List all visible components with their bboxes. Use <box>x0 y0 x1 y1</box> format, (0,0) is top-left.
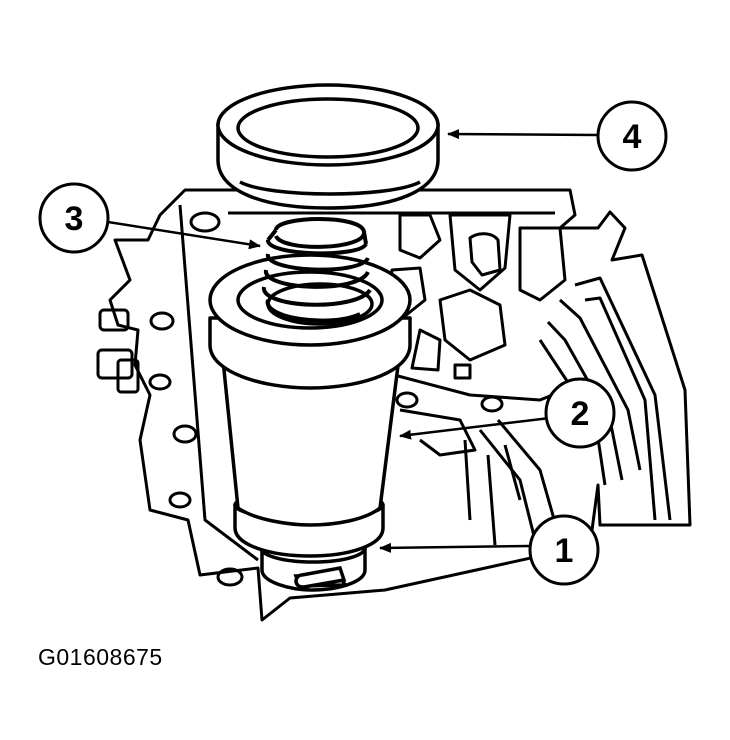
callout-3: 3 <box>38 182 110 254</box>
part-3-spring <box>262 217 372 323</box>
figure-code: G01608675 <box>38 644 163 670</box>
callout-2: 2 <box>544 377 616 449</box>
part-2-piston <box>208 253 412 558</box>
callout-4: 4 <box>596 100 668 172</box>
svg-text:2: 2 <box>571 395 590 433</box>
svg-text:1: 1 <box>555 532 574 570</box>
leader-lines <box>107 129 599 553</box>
svg-text:3: 3 <box>65 200 84 238</box>
svg-text:4: 4 <box>623 118 642 156</box>
part-4-seal-ring <box>216 83 440 210</box>
callout-1: 1 <box>528 514 600 586</box>
